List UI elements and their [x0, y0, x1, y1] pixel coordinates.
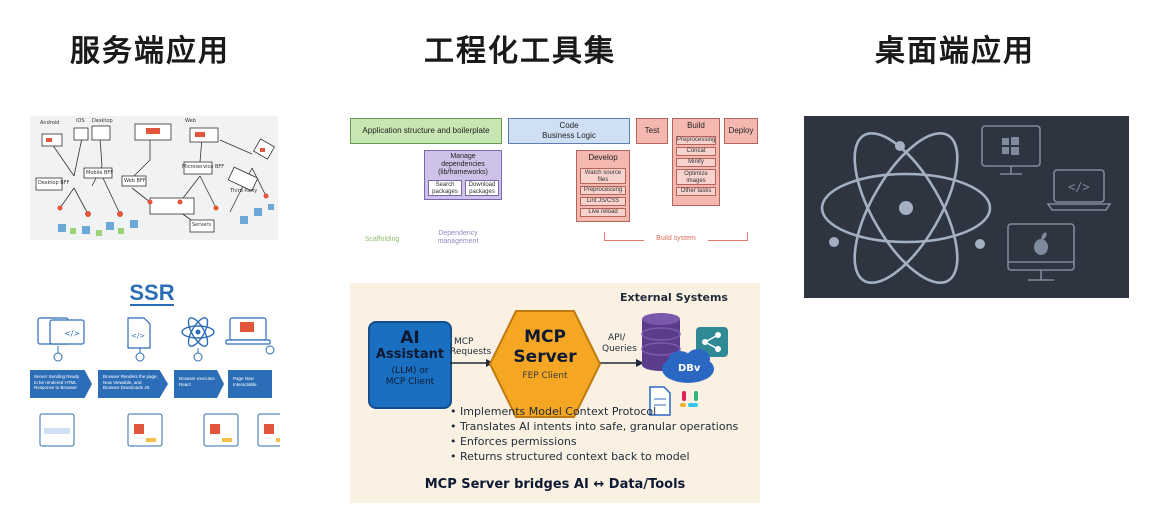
ai-assistant-box: AI Assistant (LLM) or MCP Client [368, 321, 452, 409]
electron-nucleus [899, 201, 913, 215]
label-dependency-management: Dependency management [437, 230, 479, 245]
mcp-server-title-2: Server [513, 347, 577, 367]
ai-sub-2: MCP Client [385, 377, 435, 387]
scaffold-build-title: Build [687, 121, 705, 130]
windows-logo-icon [1002, 137, 1019, 155]
build-item-optimize-images: Optimize images [676, 169, 716, 185]
build-item-other-tasks: Other tasks [676, 187, 716, 196]
document-icon [649, 386, 671, 416]
mcp-diagram: External Systems AI Assistant (LLM) or M… [350, 283, 760, 503]
mcp-server-hexagon [488, 310, 602, 418]
column-title-server: 服务端应用 [70, 34, 230, 69]
mcp-requests-label-2: Requests [450, 347, 492, 357]
ai-title-2: Assistant [375, 347, 445, 362]
build-item-concat: Concat [676, 147, 716, 156]
sketch-label-third-party: Third Party [230, 188, 258, 194]
scaffold-deploy-box: Deploy [724, 118, 758, 144]
sketch-label-web: Web [185, 118, 196, 124]
mcp-arrows [450, 359, 644, 367]
mcp-server-sub: FEP Client [522, 371, 568, 381]
develop-item-watch: Watch source files [580, 168, 626, 184]
ai-sub-1: (LLM) or [391, 366, 429, 376]
scaffold-test-box: Test [636, 118, 668, 144]
html-file-icon [37, 317, 85, 345]
ssr-step-4: Page Now Interactable [228, 370, 272, 398]
bff-sketch-drawing [35, 123, 275, 236]
ssr-step-1-text: Server Sending Ready to be rendered HTML… [34, 374, 80, 390]
mcp-footer: MCP Server bridges AI ↔ Data/Tools [424, 477, 686, 492]
scaffold-app-structure-box: Application structure and boilerplate [350, 118, 502, 144]
cloud-icon [662, 349, 714, 383]
sketch-label-android: Android [40, 120, 60, 126]
scaffold-manage-title: Manage dependencies (lib/frameworks) [438, 153, 488, 176]
apple-logo-icon [1034, 232, 1048, 255]
label-build-system: Build system [644, 235, 708, 242]
label-scaffolding: Scaffolding [364, 236, 400, 243]
svg-text:</>: </> [64, 329, 80, 338]
manage-search-packages: Search packages [428, 180, 462, 196]
ssr-step-2-text: Browser Renders the page, Now Viewable, … [103, 374, 158, 390]
external-systems-title: External Systems [620, 291, 728, 304]
mac-monitor-icon [1007, 223, 1075, 281]
share-icon [696, 327, 728, 357]
column-title-desktop: 桌面端应用 [875, 34, 1035, 69]
sketch-label-desktop: Desktop [92, 118, 113, 124]
sketch-label-ios: iOS [76, 118, 85, 124]
manage-download-packages: Download packages [465, 180, 499, 196]
mcp-bullet-2: • Translates AI intents into safe, granu… [450, 420, 739, 433]
mcp-requests-label-1: MCP [454, 337, 474, 347]
ssr-browser-mockups [39, 413, 280, 447]
external-systems-icons [641, 313, 728, 416]
build-item-preprocessing: Preprocessing [676, 136, 716, 145]
svg-text:</>: </> [131, 332, 145, 340]
slack-icon [680, 391, 698, 407]
api-label-2: Queries [602, 344, 637, 354]
code-brackets-icon: </> [1068, 180, 1090, 194]
scaffold-diagram: Application structure and boilerplate Co… [348, 116, 760, 254]
api-label-1: API/ [608, 333, 626, 343]
sketch-label-desktop-bff: Desktop BFF [38, 180, 70, 186]
ssr-step-3-text: Browser executes React [179, 376, 215, 387]
scaffold-code-box: Code Business Logic [508, 118, 630, 144]
ssr-icons: </> </> [37, 317, 275, 362]
react-atom-icon [181, 317, 215, 347]
db-label: DBv [678, 363, 701, 374]
windows-monitor-icon [981, 125, 1041, 175]
sketch-label-web-bff: Web BFF [124, 178, 146, 184]
sketch-label-mobile-bff: Mobile BFF [86, 170, 114, 176]
electron-logo-graphic: </> [820, 125, 1112, 285]
mcp-bullet-3: • Enforces permissions [450, 435, 577, 448]
scaffold-develop-title: Develop [588, 153, 618, 162]
bff-sketch-panel: Android iOS Desktop Web Mobile BFF Web B… [30, 116, 278, 240]
develop-item-lint: Lint JS/CSS [580, 197, 626, 206]
sketch-label-microservice-bff: Microservice BFF [182, 164, 225, 170]
ssr-step-1: Server Sending Ready to be rendered HTML… [30, 370, 92, 398]
code-laptop-icon [1046, 169, 1112, 211]
column-title-tooling: 工程化工具集 [424, 34, 616, 69]
ssr-step-2: Browser Renders the page, Now Viewable, … [98, 370, 168, 398]
electron-atom-icon [820, 131, 992, 285]
mcp-bullet-1: • Implements Model Context Protocol [450, 405, 657, 418]
ai-title: AI [400, 328, 420, 348]
sketch-label-servers: Servers [192, 222, 212, 228]
mcp-server-title-1: MCP [524, 327, 566, 347]
mcp-bullet-4: • Returns structured context back to mod… [450, 450, 690, 463]
develop-item-live-reload: Live reload [580, 208, 626, 217]
ssr-title-underline [130, 304, 174, 306]
ssr-title: SSR [129, 280, 175, 305]
develop-item-preprocessing: Preprocessing [580, 186, 626, 195]
electron-panel: </> [804, 116, 1129, 298]
build-item-minify: Minify [676, 158, 716, 167]
ssr-step-3: Browser executes React [174, 370, 224, 398]
ssr-step-4-text: Page Now Interactable [233, 376, 257, 387]
